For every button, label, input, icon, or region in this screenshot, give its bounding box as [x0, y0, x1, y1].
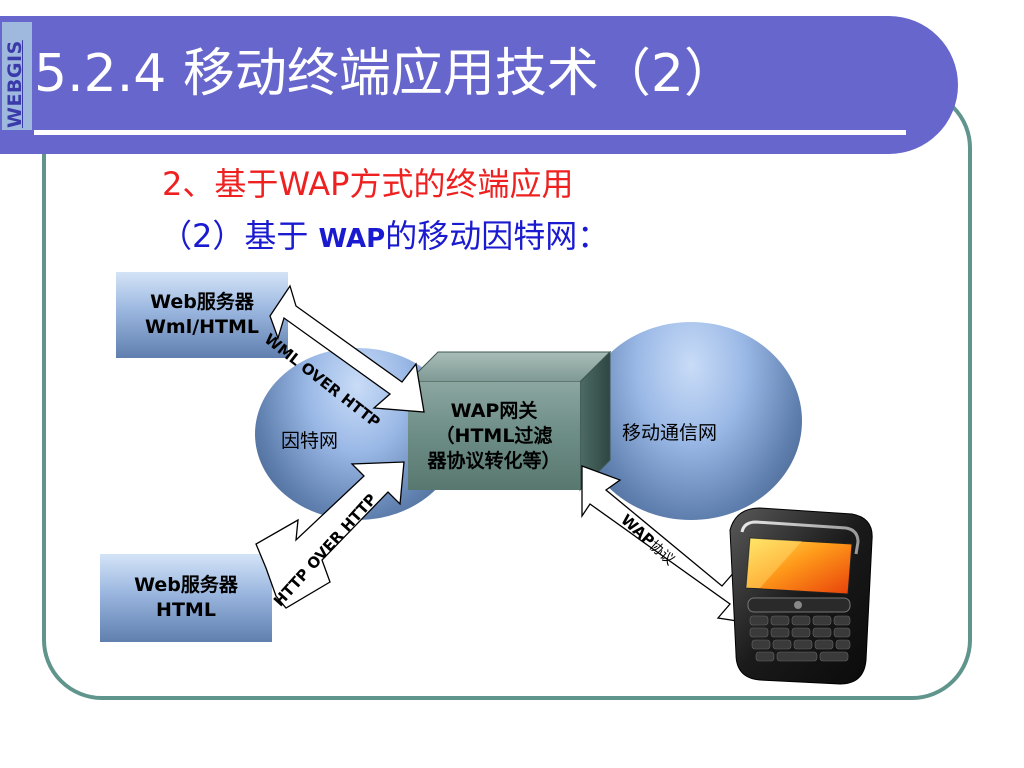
page-title: 5.2.4 移动终端应用技术（2）: [34, 44, 736, 104]
wap-gateway: WAP网关 （HTML过滤 器协议转化等）: [408, 382, 580, 490]
mobile-network-label: 移动通信网: [622, 422, 718, 444]
gateway-label-2: （HTML过滤: [435, 424, 553, 447]
section-heading: 2、基于WAP方式的终端应用: [162, 165, 574, 203]
web-server-html-line1: Web服务器: [134, 574, 238, 596]
gateway-label-3: 器协议转化等）: [427, 449, 561, 472]
subsection-heading: （2）基于 WAP的移动因特网：: [160, 216, 609, 259]
web-server-wml-line1: Web服务器: [150, 291, 254, 313]
subsection-heading-suffix: 的移动因特网：: [385, 217, 610, 255]
title-divider: [34, 130, 906, 135]
mobile-network-cloud: [580, 322, 802, 520]
web-server-wml: Web服务器 Wml/HTML: [116, 272, 288, 358]
mobile-phone-icon: [729, 507, 873, 685]
web-server-html: Web服务器 HTML: [100, 554, 272, 642]
web-server-wml-line2: Wml/HTML: [144, 316, 260, 338]
arrow-wml-over-http: [269, 284, 425, 413]
arrow-http-over-http: [255, 461, 405, 609]
subsection-heading-prefix: （2）基于: [160, 217, 319, 255]
gateway-label-1: WAP网关: [450, 399, 538, 422]
web-server-html-line2: HTML: [156, 599, 216, 621]
logo-strip: [2, 22, 32, 130]
internet-label: 因特网: [281, 430, 339, 452]
subsection-heading-wap: WAP: [318, 224, 386, 254]
